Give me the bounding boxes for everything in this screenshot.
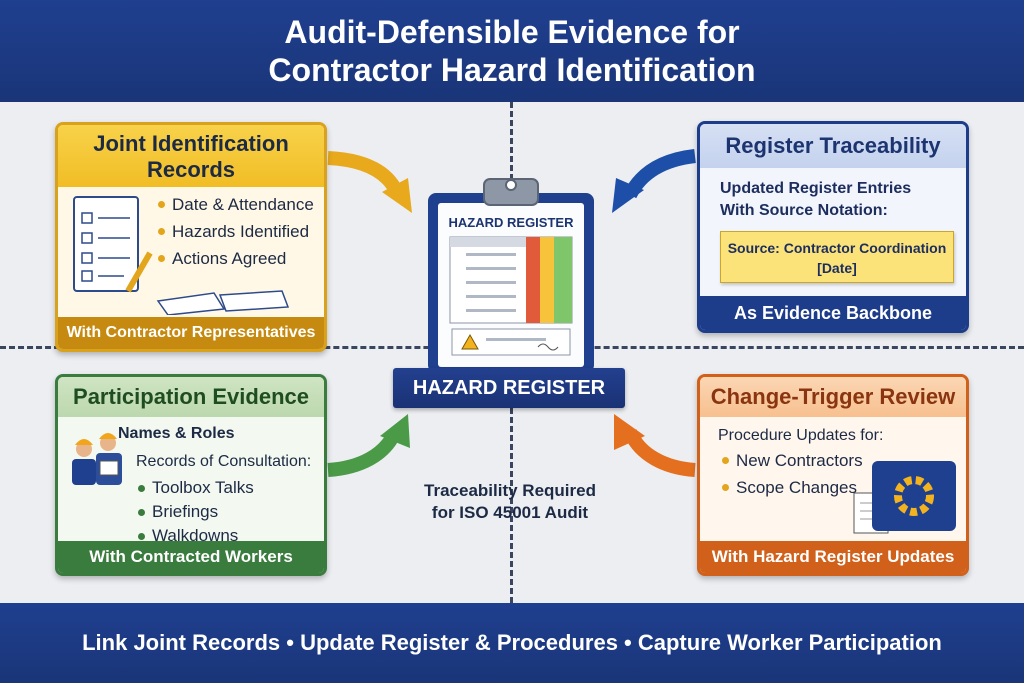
traceability-text-line1: Updated Register Entries xyxy=(720,180,912,197)
title-line-1: Audit-Defensible Evidence for xyxy=(284,14,740,50)
card-change-title: Change-Trigger Review xyxy=(700,377,966,417)
arrow-joint-to-register xyxy=(327,151,412,213)
traceability-note-line2: for ISO 45001 Audit xyxy=(431,503,589,522)
footer-banner: Link Joint Records • Update Register & P… xyxy=(0,603,1024,683)
footer-text: Link Joint Records • Update Register & P… xyxy=(82,630,942,655)
list-item: Actions Agreed xyxy=(154,245,314,272)
source-note: Source: Contractor Coordination [Date] xyxy=(720,231,954,283)
source-note-line1: Source: Contractor Coordination xyxy=(727,240,947,256)
list-item: Hazards Identified xyxy=(154,218,314,245)
list-item: New Contractors xyxy=(718,447,863,474)
workers-icon xyxy=(72,433,122,485)
traceability-note-line1: Traceability Required xyxy=(424,481,596,500)
change-list: New Contractors Scope Changes xyxy=(718,447,863,501)
clipboard-icon xyxy=(428,178,594,373)
arrow-change-to-register xyxy=(614,414,696,477)
card-traceability-title: Register Traceability xyxy=(700,124,966,168)
card-change-footer: With Hazard Register Updates xyxy=(700,541,966,573)
participation-list: Toolbox Talks Briefings Walkdowns xyxy=(134,476,254,548)
card-participation-evidence: Participation Evidence Names & Roles Rec… xyxy=(55,374,327,576)
card-joint-title-line2: Records xyxy=(146,157,236,182)
change-intro: Procedure Updates for: xyxy=(718,427,884,444)
list-item: Walkdowns xyxy=(134,524,254,548)
list-item: Briefings xyxy=(134,500,254,524)
card-participation-footer: With Contracted Workers xyxy=(58,541,324,573)
header: Audit-Defensible Evidence for Contractor… xyxy=(0,0,1024,102)
source-note-line2: [Date] xyxy=(817,260,857,276)
list-item: Toolbox Talks xyxy=(134,476,254,500)
traceability-note: Traceability Required for ISO 45001 Audi… xyxy=(400,480,620,524)
joint-list: Date & Attendance Hazards Identified Act… xyxy=(154,191,314,272)
arrow-traceability-to-register xyxy=(612,149,696,213)
participation-records: Records of Consultation: xyxy=(136,453,312,470)
checklist-icon xyxy=(73,196,153,293)
hazard-register-banner: HAZARD REGISTER xyxy=(393,368,625,408)
card-register-traceability: Register Traceability Updated Register E… xyxy=(697,121,969,333)
participation-names: Names & Roles xyxy=(118,425,235,442)
title-line-2: Contractor Hazard Identification xyxy=(268,52,756,88)
card-change-trigger-review: Change-Trigger Review Procedure Updates … xyxy=(697,374,969,576)
list-item: Date & Attendance xyxy=(154,191,314,218)
list-item: Scope Changes xyxy=(718,474,863,501)
arrow-participation-to-register xyxy=(327,414,410,477)
gear-procedure-icon xyxy=(853,461,956,534)
card-joint-identification: Joint Identification Records Date & Atte… xyxy=(55,122,327,352)
traceability-text: Updated Register Entries With Source Not… xyxy=(720,178,911,222)
clipboard-title: HAZARD REGISTER xyxy=(448,215,574,230)
hazard-register-clipboard: HAZARD REGISTER xyxy=(426,175,596,375)
documents-icon xyxy=(156,290,290,315)
card-joint-title: Joint Identification Records xyxy=(58,125,324,187)
card-joint-footer: With Contractor Representatives xyxy=(58,317,324,349)
card-traceability-footer: As Evidence Backbone xyxy=(700,296,966,330)
traceability-text-line2: With Source Notation: xyxy=(720,202,888,219)
card-participation-title: Participation Evidence xyxy=(58,377,324,417)
card-joint-title-line1: Joint Identification xyxy=(93,131,289,156)
